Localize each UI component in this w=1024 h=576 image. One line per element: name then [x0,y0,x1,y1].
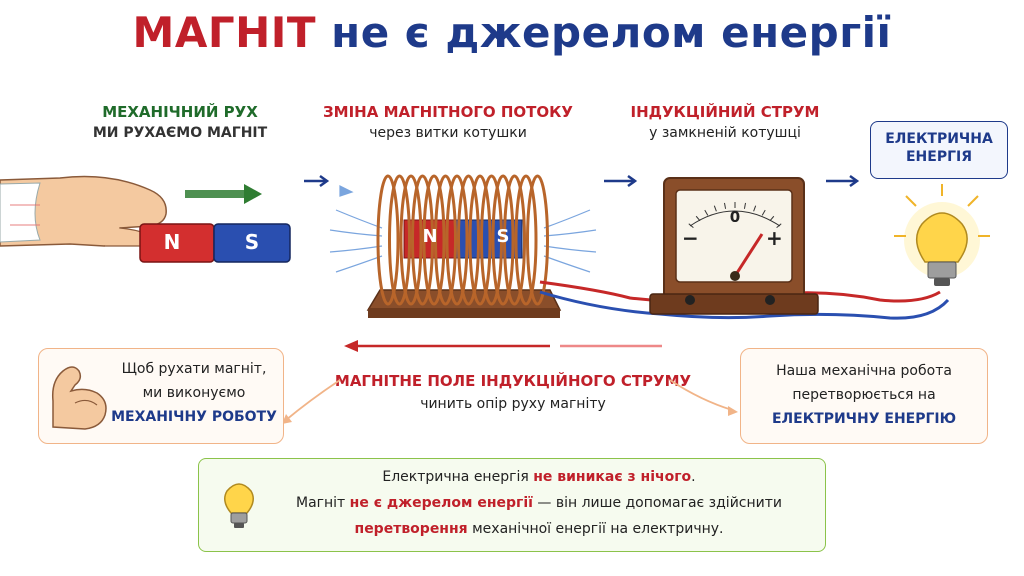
electric-energy-box: ЕЛЕКТРИЧНА ЕНЕРГІЯ [870,121,1008,179]
left-box-line3: МЕХАНІЧНУ РОБОТУ [111,409,277,425]
connector-arrows [282,379,738,424]
step1-sub: МИ РУХАЄМО МАГНІТ [92,125,268,141]
step3-heading: ІНДУКЦІЙНИЙ СТРУМ [630,103,820,121]
coil-turn [422,174,446,306]
coil-turn [480,174,503,306]
title-magnet: МАГНІТ [132,8,317,57]
step2-sub: через витки котушки [369,125,527,141]
magnet-north-label: N [163,230,181,254]
coil-magnet-north-label: N [422,226,438,247]
meter-plus-label: + [766,226,783,250]
meter-ticks [688,202,782,228]
flow-arrow-1 [304,174,330,188]
flow-arrow-2 [604,174,638,188]
meter-tick [761,209,766,216]
left-info-box: Щоб рухати магніт, ми виконуємо МЕХАНІЧН… [38,348,284,444]
coil-turn [526,174,549,306]
magnet-south-label: S [244,230,260,254]
meter-tick [753,205,757,212]
flow-arrow-3 [826,174,860,188]
step2-heading: ЗМІНА МАГНІТНОГО ПОТОКУ [323,103,573,121]
step3-sub: у замкненій котушці [649,125,801,141]
meter-tick [688,223,694,228]
opposition-heading: МАГНІТНЕ ПОЛЕ ІНДУКЦІЙНОГО СТРУМУ [334,372,692,390]
left-box-line2: ми виконуємо [142,385,246,401]
page-title: МАГНІТ не є джерелом енергії [0,8,1024,57]
coil-turn [376,174,400,306]
motion-arrow [185,184,262,204]
light-bulb-icon [224,483,254,528]
meter-tick [704,209,709,216]
bottom-summary-box: Електрична енергія не виникає з нічого. … [198,458,826,552]
meter-tick [776,223,782,228]
right-box-line1: Наша механічна робота [776,363,952,379]
coil-turn [491,174,515,306]
left-box-line1: Щоб рухати магніт, [121,361,267,377]
meter-tick [695,215,701,222]
energy-box-line2: ЕНЕРГІЯ [905,149,972,165]
title-rest: не є джерелом енергії [331,8,892,57]
meter-needle [733,233,764,277]
coil-turn [388,174,411,306]
coil-turn [468,174,492,306]
flexed-arm-icon [51,366,107,430]
coil-turn [434,174,457,306]
coil-turn [445,174,469,306]
right-box-line2: перетворюється на [792,387,936,403]
meter-pivot [730,271,740,281]
coil-turn [457,174,480,306]
bottom-line1: Електрична енергія не виникає з нічого. [382,469,696,485]
coil-magnet-south-label: S [496,226,510,247]
step1-heading: МЕХАНІЧНИЙ РУХ [102,103,258,121]
opposition-sub: чинить опір руху магніту [420,396,606,412]
meter-tick [724,202,727,209]
bottom-line2: Магніт не є джерелом енергії — він лише … [296,495,782,511]
galvanometer [649,177,819,315]
coil-turn [514,174,538,306]
meter-minus-label: − [682,226,699,250]
energy-box-line1: ЕЛЕКТРИЧНА [885,131,993,147]
circuit-illustration [0,174,990,320]
meter-tick [769,215,775,222]
bottom-line3: перетворення механічної енергії на елект… [354,521,724,537]
right-box-line3: ЕЛЕКТРИЧНУ ЕНЕРГІЮ [771,411,957,427]
meter-tick [743,202,746,209]
meter-zero-label: 0 [729,208,741,226]
opposition-arrow [344,340,662,352]
light-bulb-icon [894,184,990,286]
right-info-box: Наша механічна робота перетворюється на … [740,348,988,444]
coil-turn [503,174,526,306]
meter-tick [713,205,717,212]
bar-magnet [139,223,291,263]
coil-turn [399,174,423,306]
coil-turns [376,174,549,306]
coil-turn [411,174,434,306]
